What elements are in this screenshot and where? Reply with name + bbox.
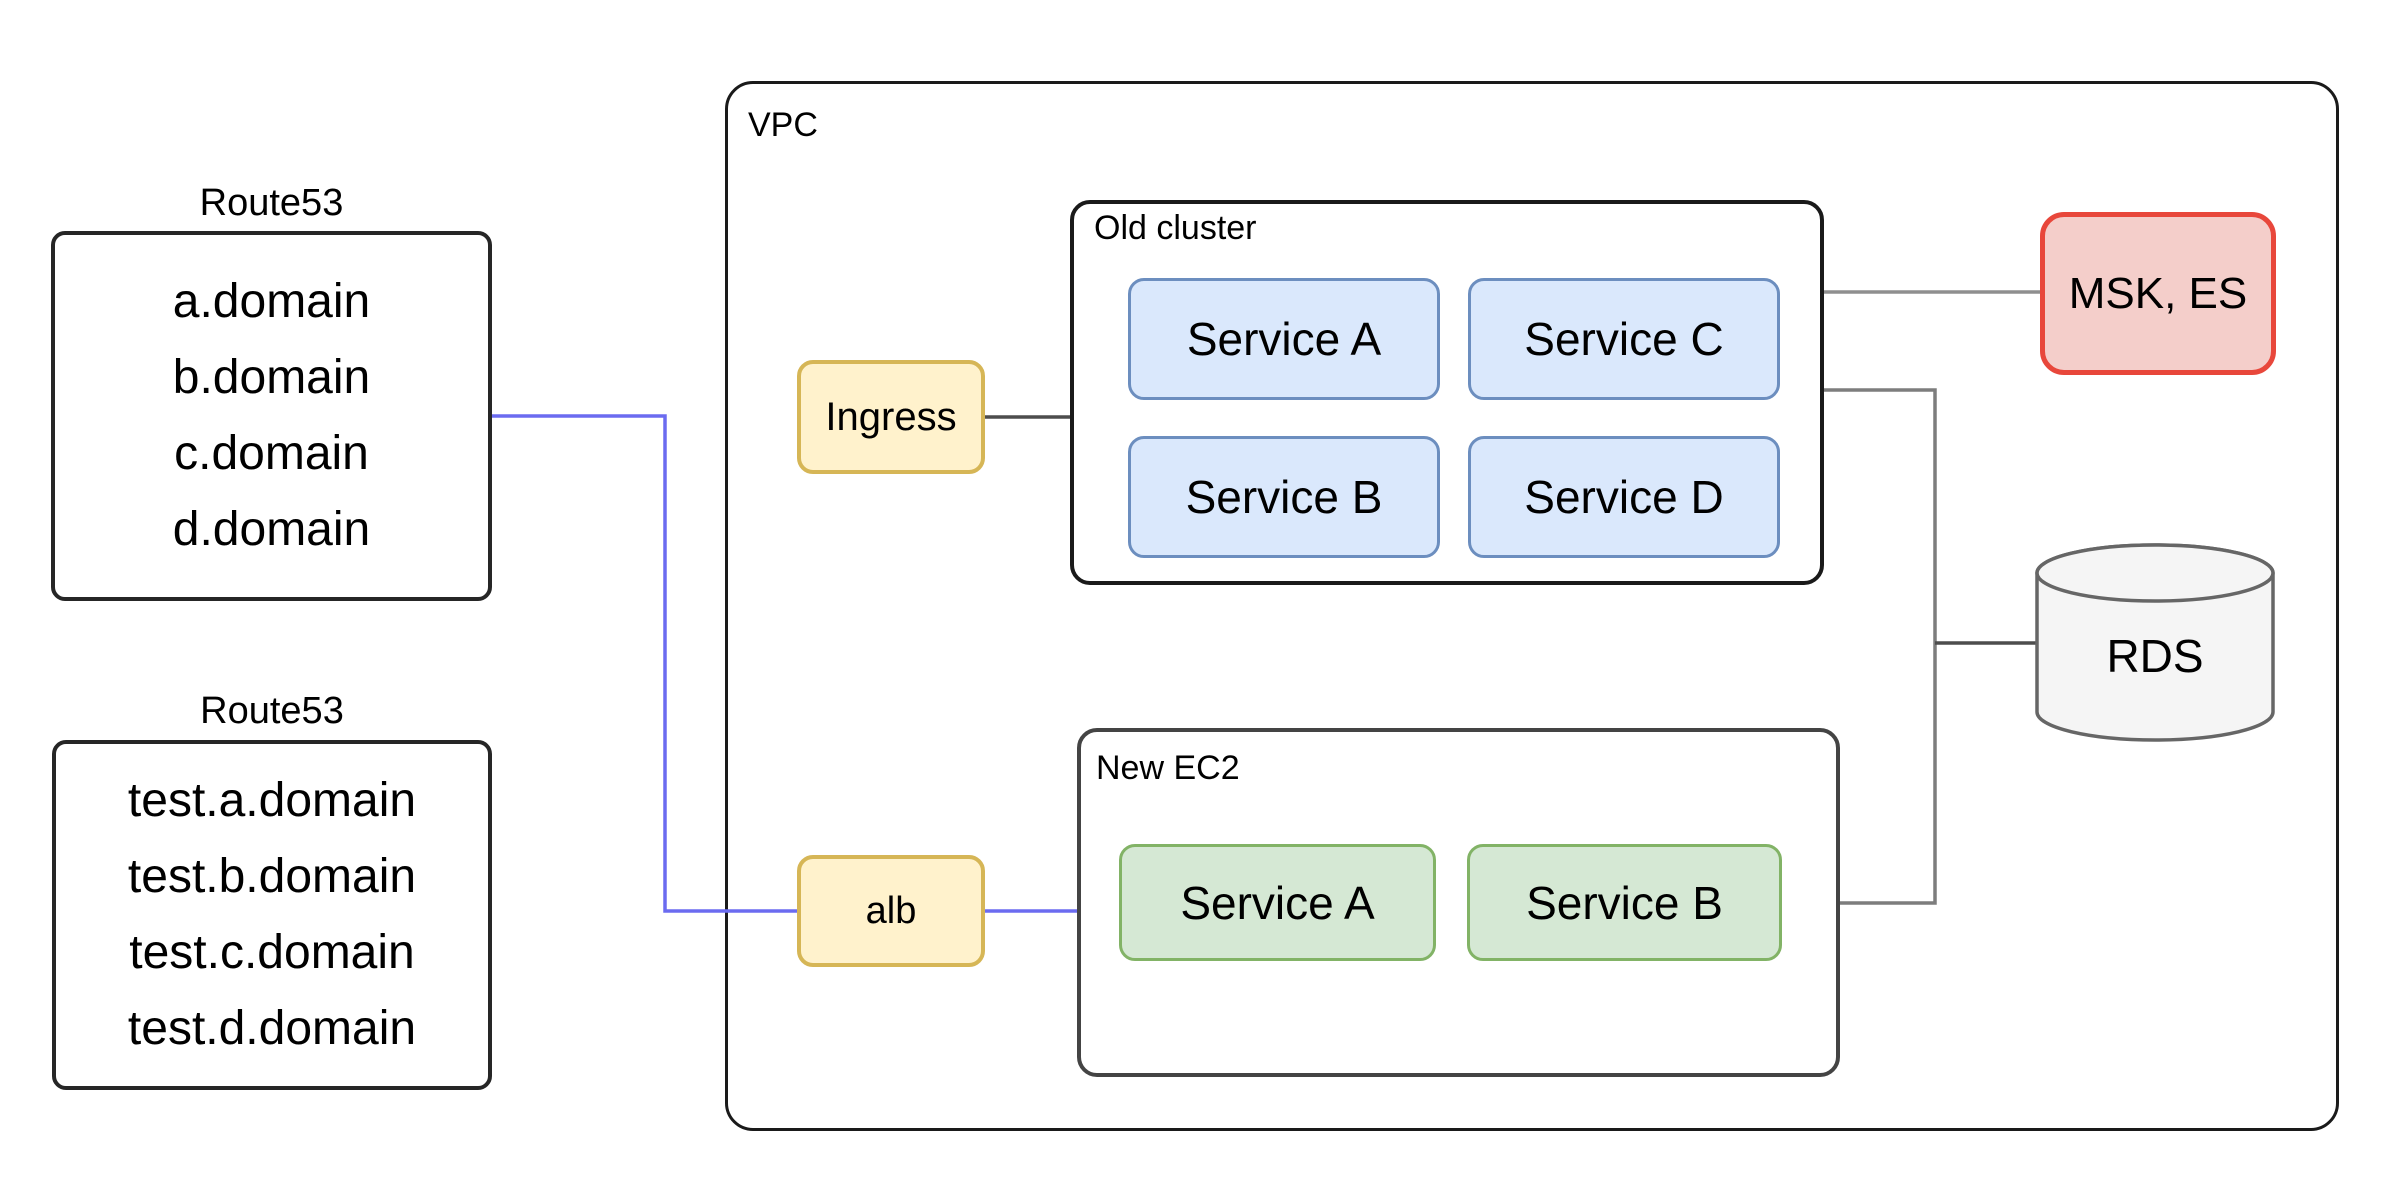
connector-route53-to-alb — [492, 414, 797, 913]
new-service-a: Service A — [1119, 844, 1436, 961]
route53-test-box — [52, 740, 492, 1090]
route53-prod-box — [51, 231, 492, 601]
route53-test-title: Route53 — [200, 690, 344, 732]
domain-entry: a.domain — [172, 275, 371, 328]
old-service-a: Service A — [1128, 278, 1440, 400]
rds-cylinder — [2035, 543, 2275, 742]
new-service-b: Service B — [1467, 844, 1782, 961]
old-service-c: Service C — [1468, 278, 1780, 400]
domain-entry: test.b.domain — [127, 850, 417, 903]
route53-test-list: test.a.domain test.b.domain test.c.domai… — [52, 740, 492, 1090]
ingress-node: Ingress — [797, 360, 985, 474]
vpc-box — [725, 81, 2339, 1131]
route53-prod-title: Route53 — [199, 182, 344, 224]
domain-entry: d.domain — [172, 503, 371, 556]
vpc-label: VPC — [748, 106, 818, 144]
connector-old-cluster-to-new-ec2 — [1824, 388, 1937, 905]
new-ec2-label: New EC2 — [1096, 749, 1240, 787]
msk-es-node: MSK, ES — [2040, 212, 2276, 375]
domain-entry: c.domain — [174, 427, 369, 480]
rds-label: RDS — [2106, 630, 2204, 682]
domain-entry: test.c.domain — [129, 926, 415, 979]
domain-entry: test.a.domain — [127, 774, 417, 827]
alb-node: alb — [797, 855, 985, 967]
old-cluster-label: Old cluster — [1094, 209, 1257, 247]
route53-prod-list: a.domain b.domain c.domain d.domain — [51, 231, 492, 601]
old-service-b: Service B — [1128, 436, 1440, 558]
old-service-d: Service D — [1468, 436, 1780, 558]
domain-entry: test.d.domain — [127, 1002, 417, 1055]
rds-cylinder-top — [2035, 543, 2275, 603]
domain-entry: b.domain — [172, 351, 371, 404]
